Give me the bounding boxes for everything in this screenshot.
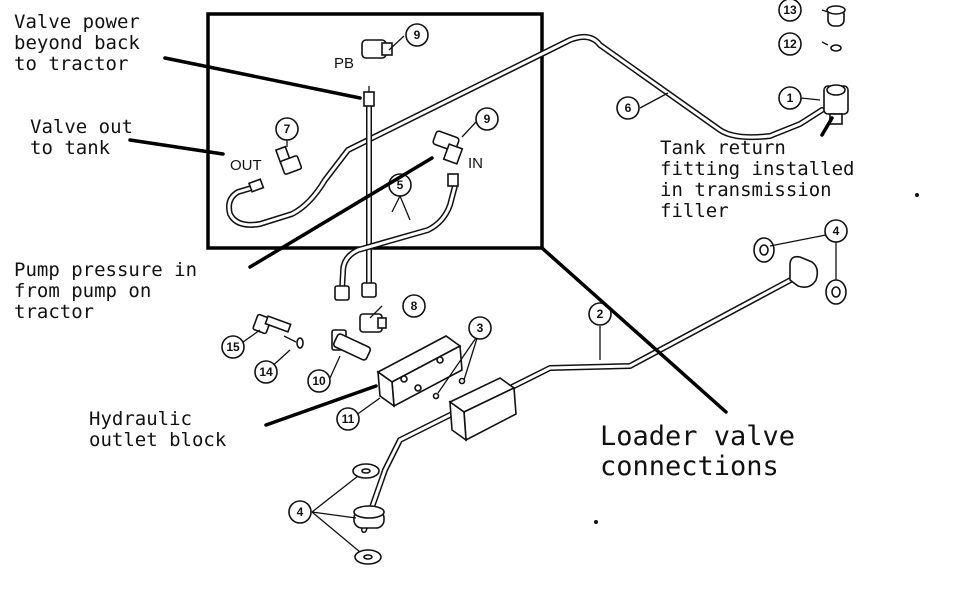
fitting-8 (359, 313, 387, 333)
washer-14 (296, 337, 304, 349)
return-tube-6 (226, 33, 825, 228)
bolt-15 (252, 313, 292, 335)
seal-3b (458, 377, 466, 385)
part-number-14: 14 (259, 365, 273, 379)
loader-tube-block (448, 377, 517, 442)
pb-elbow-fitting (361, 39, 393, 107)
seal-3a (432, 392, 440, 400)
part-number-4b: 4 (297, 505, 304, 519)
pointer-pump-pressure (248, 156, 434, 269)
stray-dot-2 (594, 520, 598, 524)
part-number-9a: 9 (414, 28, 421, 42)
part-number-2: 2 (597, 307, 604, 321)
part-number-3: 3 (477, 321, 484, 335)
part-number-7: 7 (284, 122, 291, 136)
pointer-loader-valve-connections (540, 246, 728, 414)
pressure-tube-nut (334, 285, 350, 301)
in-elbow-fitting (432, 130, 464, 187)
part-number-10: 10 (312, 374, 326, 388)
tank-return-fitting-1 (823, 84, 849, 125)
part-number-13: 13 (783, 3, 797, 17)
pointer-hydraulic-outlet-block (264, 384, 378, 427)
pb-tube-nut (361, 282, 377, 298)
part-number-15: 15 (226, 340, 240, 354)
stray-dot-1 (915, 193, 919, 197)
part-number-12: 12 (783, 37, 797, 51)
part-number-9b: 9 (484, 112, 491, 126)
callout-loader-valve-connections: Loader valve connections (600, 421, 796, 482)
callout-valve-power-beyond: Valve power beyond back to tractor (14, 11, 140, 75)
callout-tank-return: Tank return fitting installed in transmi… (660, 137, 855, 222)
part-number-11: 11 (342, 412, 355, 426)
cap-13 (826, 5, 846, 27)
part-number-5: 5 (397, 178, 404, 192)
pointer-valve-out-tank (128, 138, 225, 156)
callout-hydraulic-outlet-block: Hydraulic outlet block (89, 408, 227, 451)
loader-tube-2 (361, 272, 803, 533)
o-ring-12 (830, 44, 842, 52)
port-label-out: OUT (230, 157, 262, 174)
part-number-4a: 4 (833, 224, 840, 238)
pointer-valve-power-beyond (163, 56, 362, 100)
part-number-1: 1 (787, 91, 794, 105)
elbow-fitting-10 (331, 329, 372, 361)
callout-valve-out-tank: Valve out to tank (30, 116, 133, 159)
pointer-tank-return (820, 116, 834, 137)
part-number-6: 6 (625, 101, 632, 115)
hydraulic-outlet-block-11 (376, 335, 463, 408)
out-fitting (247, 145, 303, 193)
part-number-8: 8 (411, 299, 418, 313)
port-label-in: IN (468, 155, 483, 172)
pressure-tube-5 (339, 183, 458, 293)
port-label-pb: PB (334, 55, 354, 72)
callout-pump-pressure: Pump pressure in from pump on tractor (14, 259, 198, 323)
grommet-4b (789, 255, 819, 288)
